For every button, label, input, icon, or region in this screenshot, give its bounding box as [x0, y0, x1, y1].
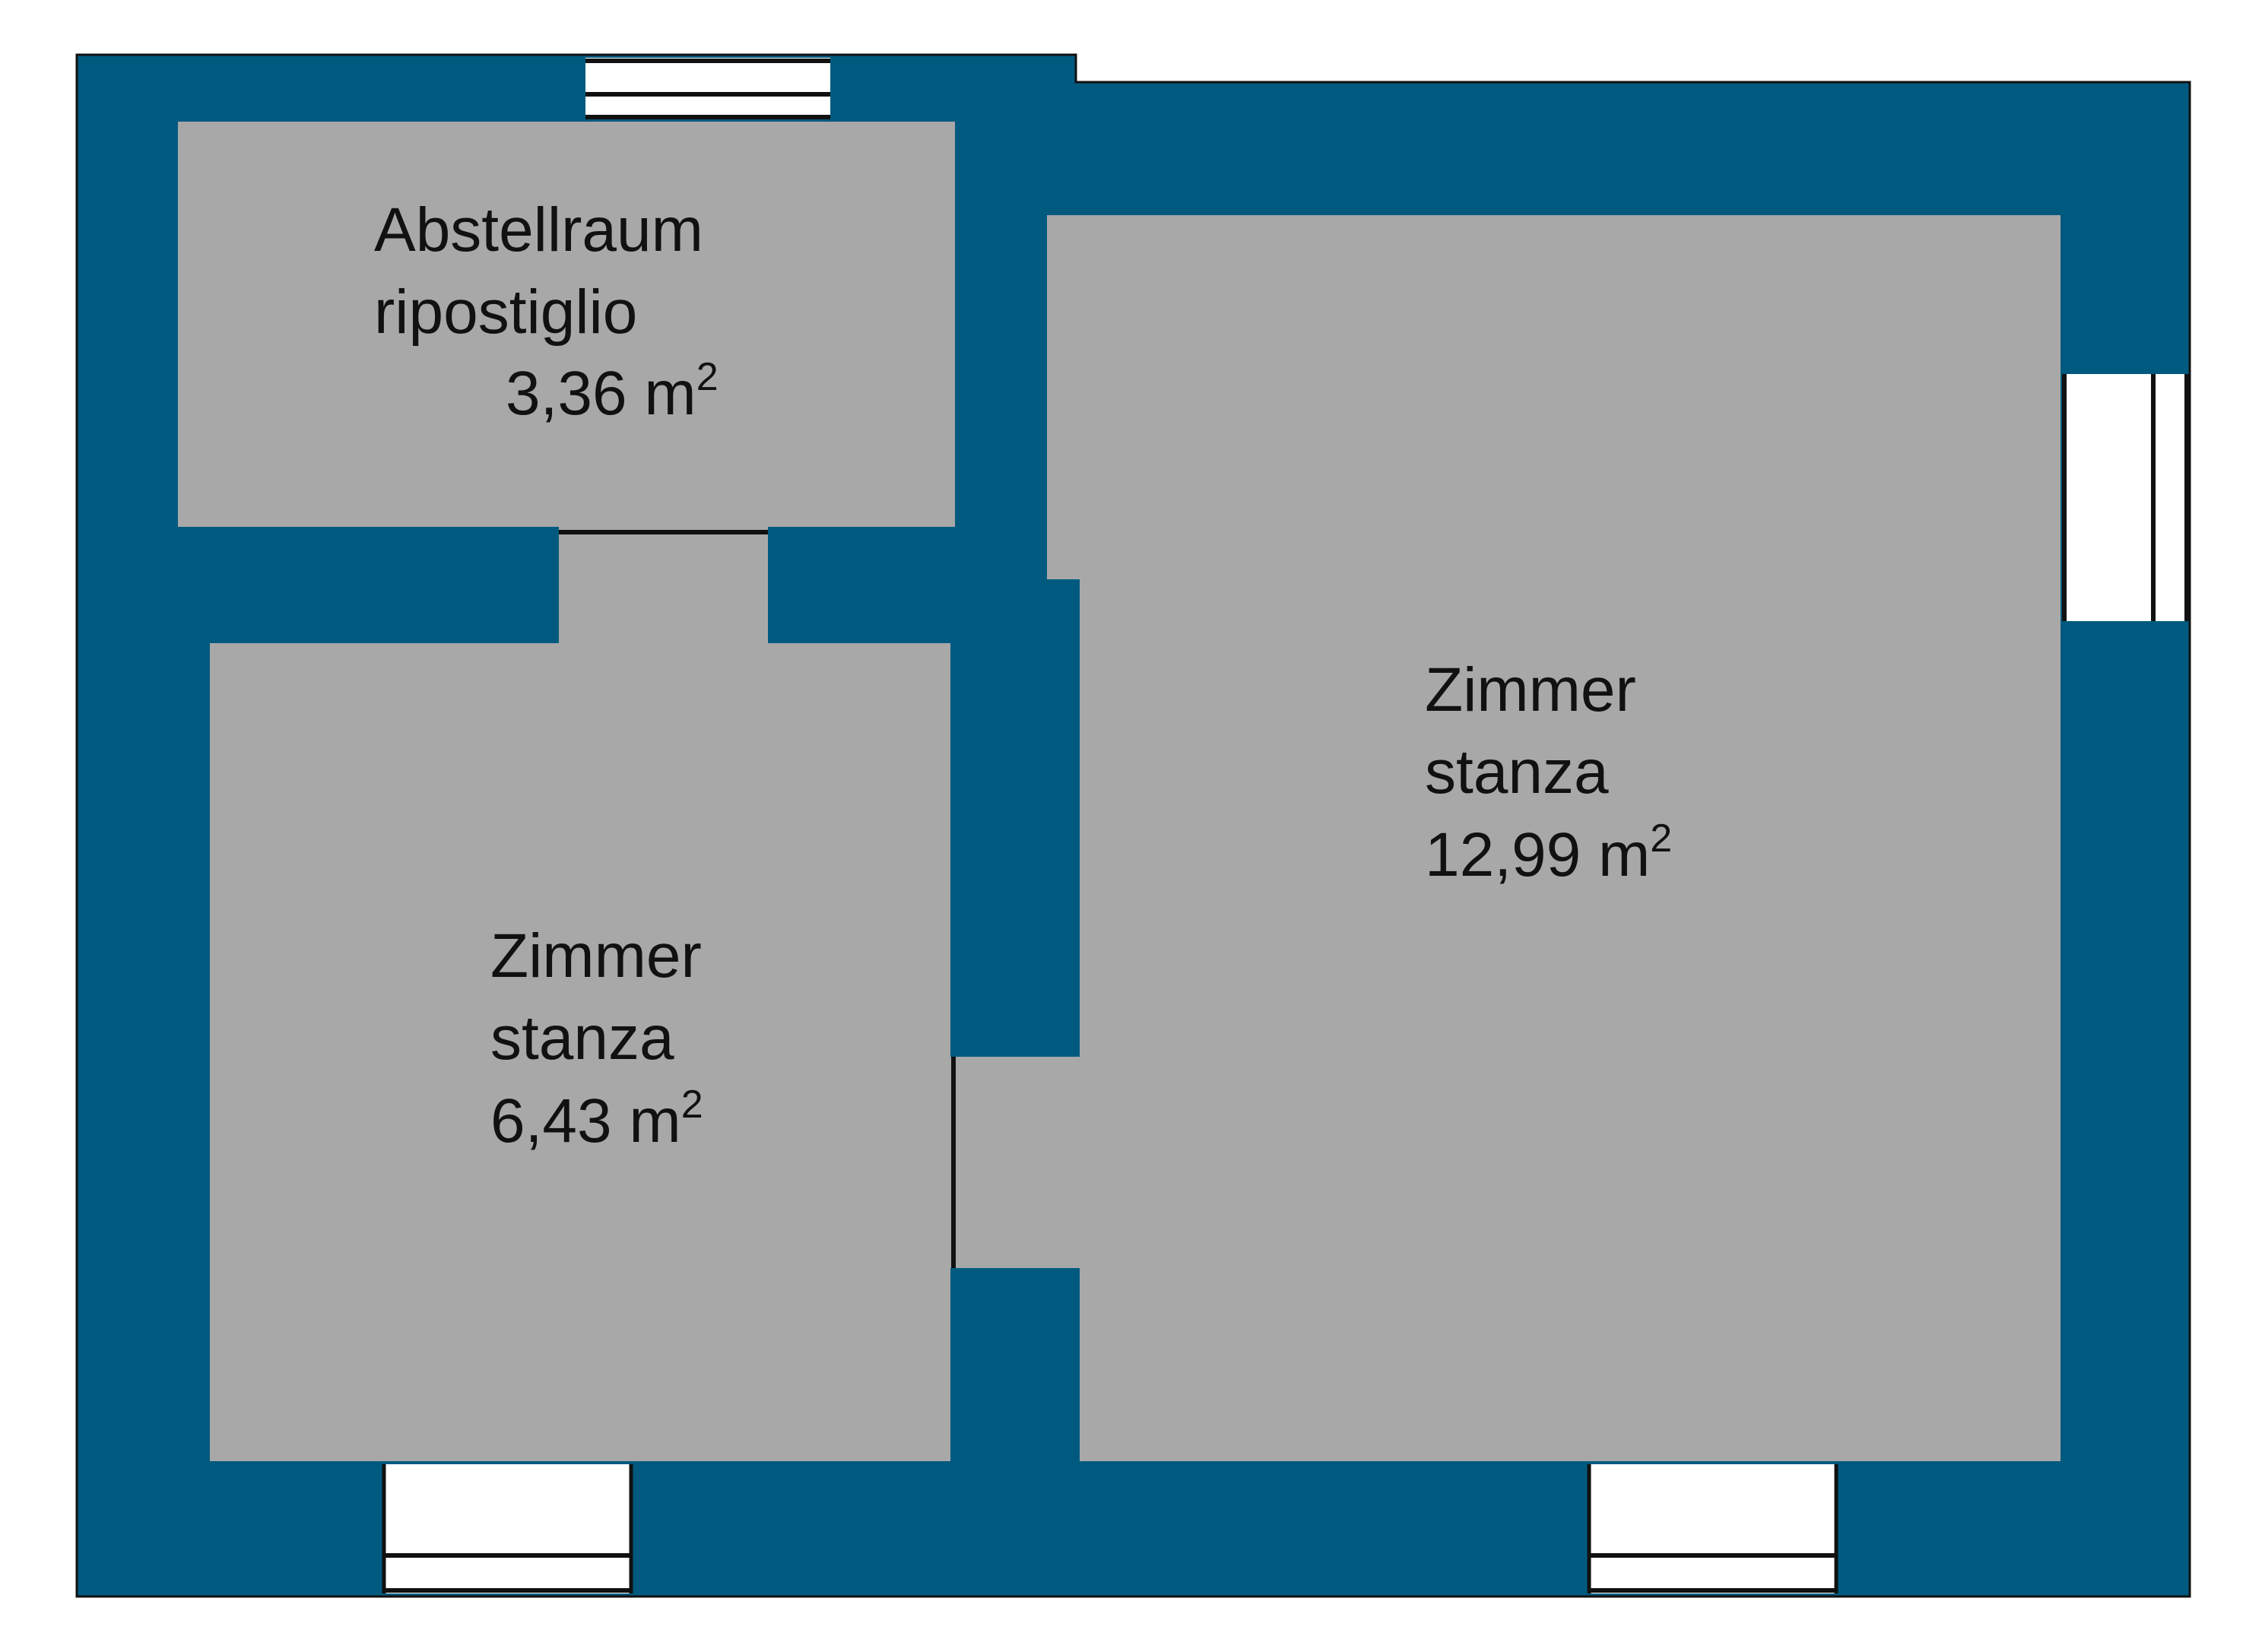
doorway-small-large [950, 1057, 1081, 1268]
window-top [585, 58, 830, 119]
label-room-small-area: 6,43 m2 [490, 1083, 703, 1156]
label-room-large-name-de: Zimmer [1425, 655, 1636, 725]
floor-room-small [210, 643, 950, 1461]
window-right [2062, 374, 2189, 621]
doorway-storage-small [559, 527, 768, 643]
label-room-small-name-de: Zimmer [490, 921, 702, 991]
label-room-large-name-it: stanza [1425, 737, 1609, 807]
floor-storage [178, 122, 955, 527]
label-room-small-name-it: stanza [490, 1004, 674, 1073]
window-bottom-left [382, 1464, 633, 1593]
label-room-large-area: 12,99 m2 [1425, 816, 1672, 889]
label-storage-name-it: ripostiglio [374, 277, 637, 347]
label-storage-name-de: Abstellraum [374, 195, 703, 265]
label-storage-area: 3,36 m2 [506, 355, 719, 428]
window-bottom-right [1587, 1464, 1838, 1593]
floor-room-large [1047, 215, 2061, 1461]
